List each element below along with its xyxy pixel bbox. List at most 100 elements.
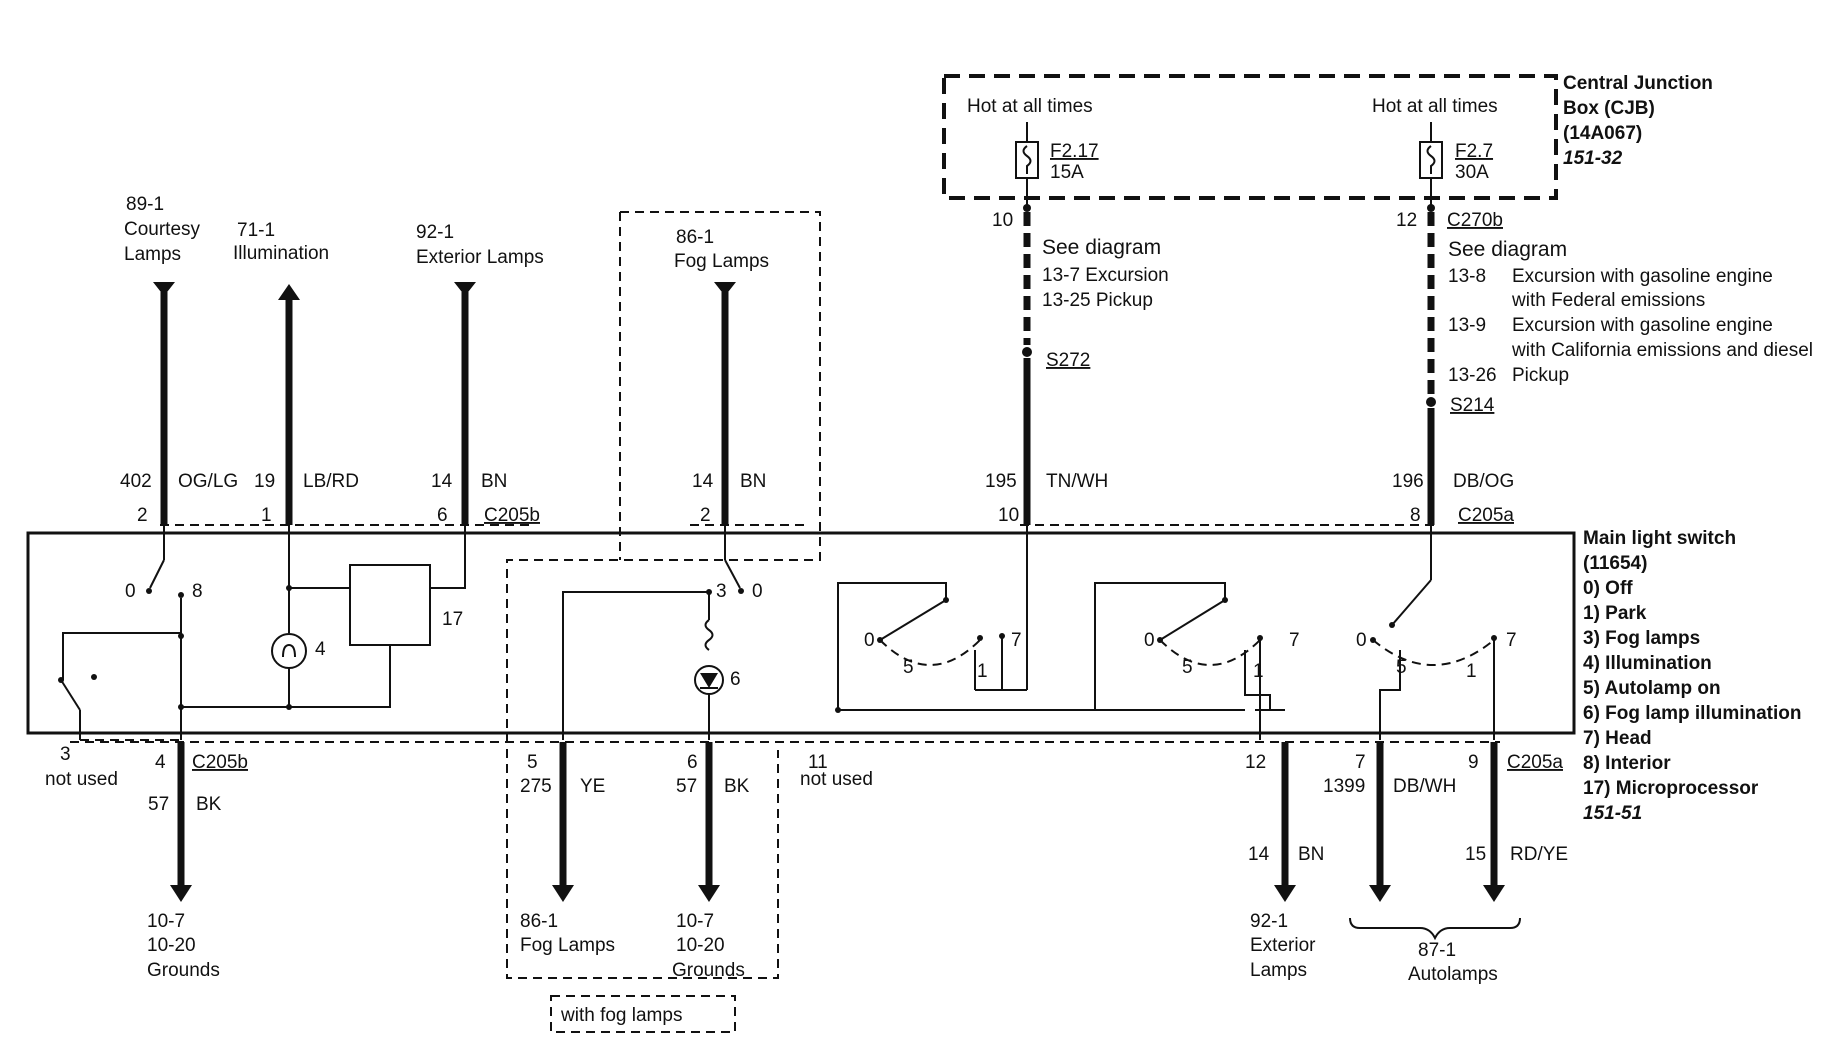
connector-c270b: C270b: [1447, 210, 1503, 231]
pin-note: not used: [45, 769, 118, 790]
hot-label-right: Hot at all times: [1372, 96, 1498, 117]
connector-c205b-top: C205b: [484, 505, 540, 526]
circuit-number: 57: [148, 794, 169, 815]
central-junction-box: Hot at all times Hot at all times Centra…: [942, 73, 1713, 200]
switch-courtesy: 0 8: [125, 525, 203, 740]
wire-color: RD/YE: [1510, 844, 1568, 865]
ref-line: Lamps: [1250, 960, 1307, 981]
switch-pos-8: 8: [192, 581, 203, 602]
wire-bottom-15: [1483, 742, 1505, 902]
top-ref-label: Fog Lamps: [674, 251, 769, 272]
ref-line: 92-1: [1250, 911, 1288, 932]
bottom-wire-labels: 3 not used 4 C205b 57 BK 5 275 YE 6 57 B…: [45, 744, 1568, 865]
top-ref-num: 71-1: [237, 220, 275, 241]
ref-line: Grounds: [147, 960, 220, 981]
pos-0: 0: [1144, 630, 1155, 651]
pin-number: 4: [155, 752, 166, 773]
legend-item: 1) Park: [1583, 603, 1647, 624]
see-diagram-right-r1a: Excursion with gasoline engine: [1512, 266, 1773, 287]
legend-item: 5) Autolamp on: [1583, 678, 1721, 699]
legend-item: 17) Microprocessor: [1583, 778, 1759, 799]
bottom-ref-grounds-2: 10-7 10-20 Grounds: [672, 911, 745, 981]
top-ref-courtesy: 89-1 Courtesy Lamps: [124, 194, 201, 265]
wire-402: [153, 282, 175, 525]
feed-pin-left: 10: [992, 210, 1013, 231]
legend-title: Main light switch: [1583, 528, 1736, 549]
ref-line: 10-20: [676, 935, 725, 956]
ref-line: 10-7: [676, 911, 714, 932]
circuit-number: 14: [1248, 844, 1270, 865]
cjb-part: (14A067): [1563, 123, 1642, 144]
ref-line: 86-1: [520, 911, 558, 932]
wire-color: BK: [724, 776, 750, 797]
ref-line: Autolamps: [1408, 964, 1498, 985]
pos-1: 1: [1466, 661, 1477, 682]
switch-group-b: 0 5 1 7: [835, 582, 1300, 740]
pin-number: 6: [437, 505, 448, 526]
circuit-number: 196: [1392, 471, 1424, 492]
pin-number: 5: [527, 752, 538, 773]
switch-pos-3: 3: [716, 581, 727, 602]
switch-interior-notused: [58, 632, 181, 741]
pin-number: 12: [1245, 752, 1266, 773]
pos-1: 1: [977, 661, 988, 682]
legend-item: 8) Interior: [1583, 753, 1671, 774]
legend-item: 6) Fog lamp illumination: [1583, 703, 1802, 724]
pos-1: 1: [1253, 661, 1264, 682]
see-diagram-right-r1n: 13-8: [1448, 266, 1486, 287]
cjb-title-2: Box (CJB): [1563, 98, 1655, 119]
circuit-number: 15: [1465, 844, 1486, 865]
see-diagram-left-line-1: 13-7 Excursion: [1042, 265, 1169, 286]
circuit-number: 275: [520, 776, 552, 797]
label-17: 17: [442, 609, 463, 630]
legend-part: (11654): [1583, 553, 1647, 574]
wire-bottom-14: [1274, 742, 1296, 902]
pos-5: 5: [1396, 657, 1407, 678]
switch-autolamp-c: 0 5 1 7: [1356, 525, 1517, 740]
circuit-number: 14: [431, 471, 453, 492]
feed-wire-left: 10 S272: [992, 178, 1090, 525]
pin-number: 8: [1410, 505, 1421, 526]
pos-0: 0: [864, 630, 875, 651]
connector-c205a-top: C205a: [1458, 505, 1514, 526]
wire-color: TN/WH: [1046, 471, 1108, 492]
top-ref-num: 92-1: [416, 222, 454, 243]
splice-s214: S214: [1450, 395, 1495, 416]
feed-wire-right: 12 C270b S214: [1396, 178, 1503, 525]
top-ref-exterior: 92-1 Exterior Lamps: [416, 222, 544, 268]
label-4: 4: [315, 639, 326, 660]
top-ref-fog: 86-1 Fog Lamps: [674, 227, 769, 272]
top-ref-label: Lamps: [124, 244, 181, 265]
switch-pos-0: 0: [752, 581, 763, 602]
legend-ref: 151-51: [1583, 803, 1642, 824]
switch-head-a: 0 5 1 7: [837, 525, 1028, 710]
connector-c205b-bottom: C205b: [192, 752, 248, 773]
see-diagram-left-title: See diagram: [1042, 236, 1161, 259]
wire-bottom-57-left: [170, 742, 192, 902]
wire-19: [278, 284, 300, 525]
splice-s272: S272: [1046, 350, 1090, 371]
legend-item: 0) Off: [1583, 578, 1633, 599]
pin-number: 9: [1468, 752, 1479, 773]
circuit-number: 14: [692, 471, 714, 492]
wire-color: DB/WH: [1393, 776, 1456, 797]
wire-labels-top: 402 OG/LG 2 19 LB/RD 1 14 BN 6 C205b 14 …: [120, 471, 1514, 526]
fuse-rating-right: 30A: [1455, 162, 1489, 183]
see-diagram-right-r2a: Excursion with gasoline engine: [1512, 315, 1773, 336]
pin-note: not used: [800, 769, 873, 790]
see-diagram-right-r2b: with California emissions and diesel: [1511, 340, 1813, 361]
circuit-number: 57: [676, 776, 697, 797]
see-diagram-right-title: See diagram: [1448, 238, 1567, 261]
bottom-ref-exterior-lamps: 92-1 Exterior Lamps: [1250, 911, 1316, 981]
switch-fog: 3 0 6: [562, 525, 763, 740]
circuit-number: 402: [120, 471, 152, 492]
legend-item: 3) Fog lamps: [1583, 628, 1700, 649]
label-6: 6: [730, 669, 741, 690]
pin-number: 3: [60, 744, 71, 765]
circuit-number: 195: [985, 471, 1017, 492]
circuit-number: 19: [254, 471, 275, 492]
wire-color: LB/RD: [303, 471, 359, 492]
hot-label-left: Hot at all times: [967, 96, 1093, 117]
see-diagram-right-r3a: Pickup: [1512, 365, 1569, 386]
top-ref-label: Courtesy: [124, 219, 201, 240]
